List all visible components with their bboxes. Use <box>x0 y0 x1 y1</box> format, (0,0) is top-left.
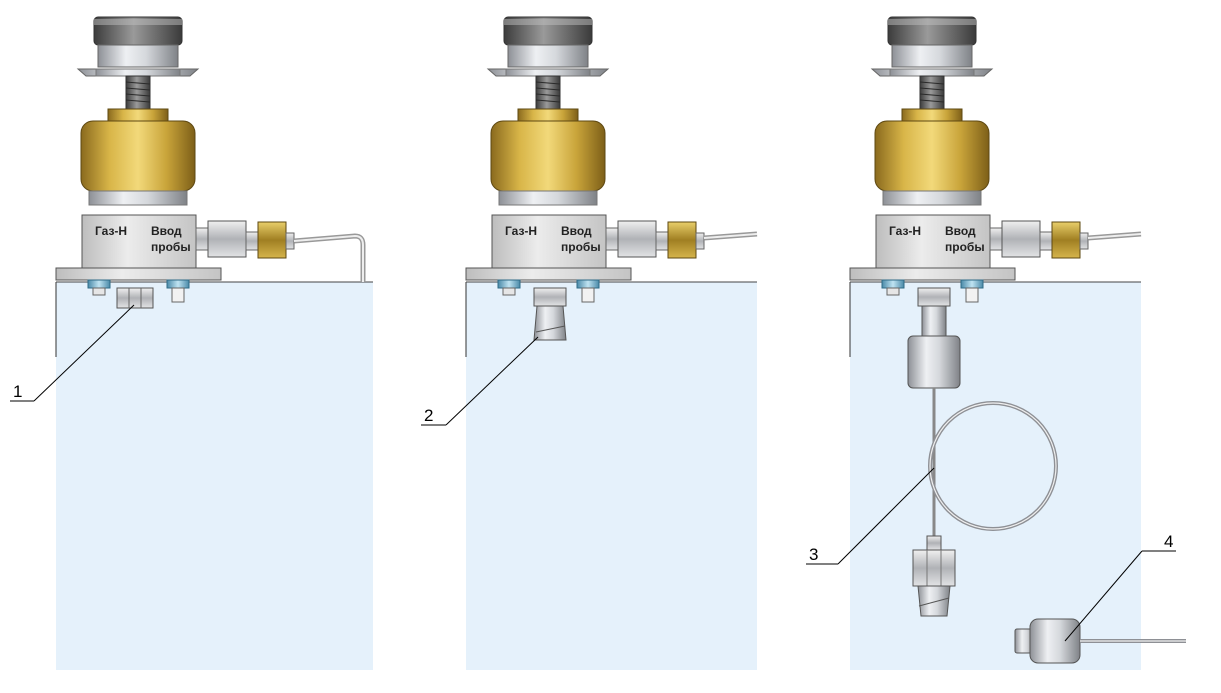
label-input-1b: пробы <box>151 240 191 254</box>
label-gas-2: Газ-Н <box>505 224 537 238</box>
leader-line-1 <box>33 304 135 402</box>
assembly-2: Газ-Н Ввод пробы 2 <box>421 16 758 670</box>
assembly-3: Газ-Н Ввод пробы 3 <box>806 16 1142 670</box>
plug-nut-1 <box>116 287 154 309</box>
callout-4: 4 <box>1164 532 1173 551</box>
leader-line-3 <box>837 467 935 565</box>
callout-1: 1 <box>13 382 22 401</box>
label-input-2a: Ввод <box>561 224 592 238</box>
panel-3 <box>850 282 1141 670</box>
leader-line-2 <box>445 336 539 426</box>
label-gas-1: Газ-Н <box>95 224 127 238</box>
label-gas-3: Газ-Н <box>889 224 921 238</box>
callout-2: 2 <box>424 406 433 425</box>
callout-3: 3 <box>809 545 818 564</box>
leader-line-4 <box>1064 550 1143 642</box>
adapter-4: 4 <box>1014 532 1186 664</box>
panel-1 <box>56 282 373 670</box>
label-input-1a: Ввод <box>151 224 182 238</box>
label-input-2b: пробы <box>561 240 601 254</box>
label-input-3b: пробы <box>945 240 985 254</box>
panel-2 <box>466 282 757 670</box>
assembly-1: Газ-Н Ввод пробы 1 <box>10 16 373 670</box>
nipple-2 <box>533 305 567 341</box>
label-input-3a: Ввод <box>945 224 976 238</box>
